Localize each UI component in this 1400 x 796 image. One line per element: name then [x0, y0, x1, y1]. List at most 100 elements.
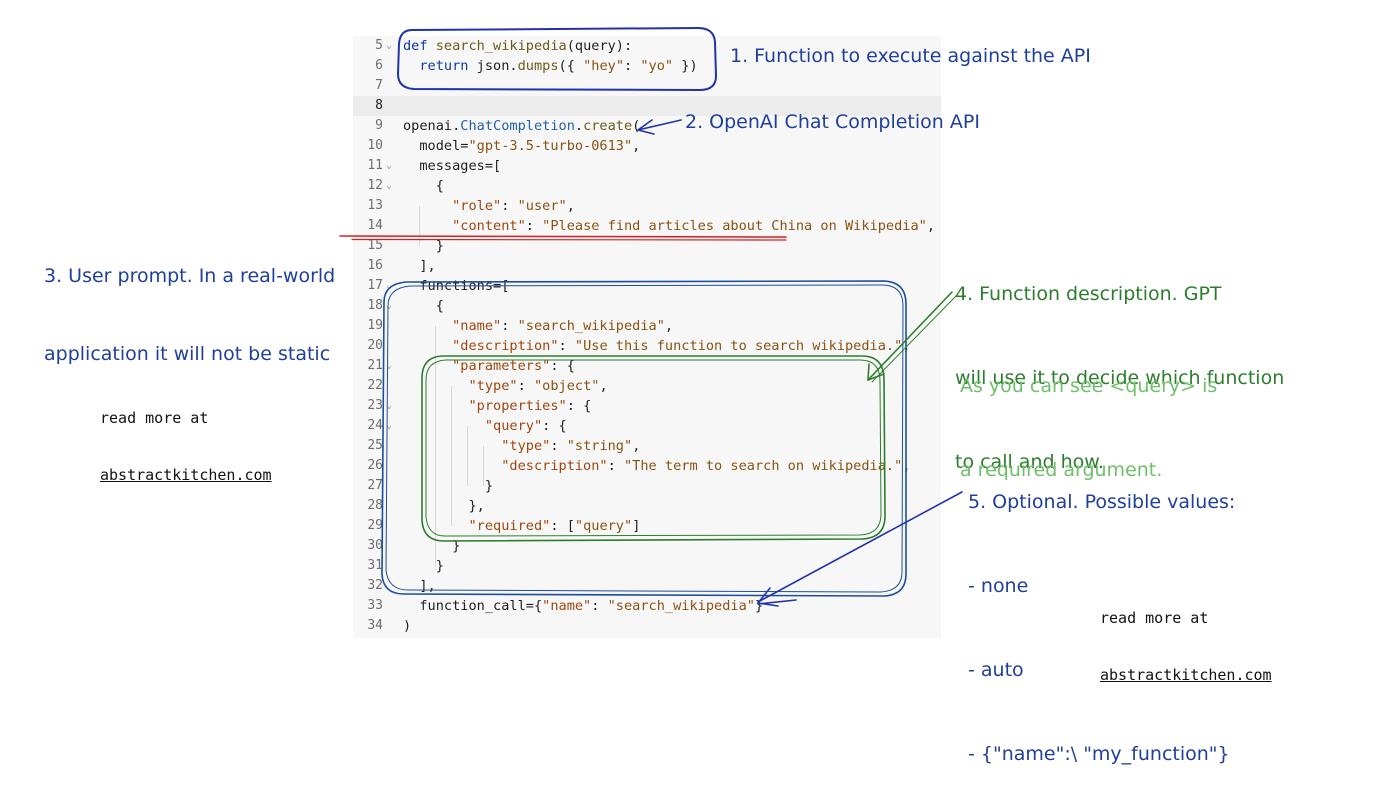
line-number: 25 [367, 438, 383, 453]
fold-chevron-icon[interactable]: ⌄ [386, 280, 393, 291]
prompt-underline [339, 235, 787, 238]
code-line[interactable]: 30 } [353, 536, 941, 556]
code-line[interactable]: 31 } [353, 556, 941, 576]
code-line[interactable]: 24⌄ "query": { [353, 416, 941, 436]
code-line[interactable]: 14 "content": "Please find articles abou… [353, 216, 941, 236]
code-line[interactable]: 6 return json.dumps({ "hey": "yo" }) [353, 56, 941, 76]
code-token: "object" [533, 378, 600, 394]
code-line[interactable]: 34) [353, 616, 941, 636]
code-token: { [403, 298, 444, 314]
code-token: "gpt-3.5-turbo-0613" [468, 138, 633, 154]
function-box [397, 27, 717, 91]
code-line[interactable]: 29 "required": ["query"] [353, 516, 941, 536]
code-token: ], [403, 258, 436, 274]
annotation-4: 4. Function description. GPT will use it… [955, 224, 1284, 504]
code-text: }, [403, 496, 484, 516]
code-token: : [501, 318, 518, 334]
fold-chevron-icon[interactable]: ⌄ [386, 300, 393, 311]
code-text: ], [403, 256, 436, 276]
annotation-1: 1. Function to execute against the API [730, 45, 1091, 67]
fold-chevron-icon[interactable]: ⌄ [386, 400, 393, 411]
code-token: : [607, 458, 624, 474]
code-token: "required" [468, 518, 551, 534]
functions-box [381, 280, 907, 597]
code-token: "description" [452, 338, 559, 354]
code-text: { [403, 296, 444, 316]
read-more-left-link[interactable]: abstractkitchen.com [100, 466, 272, 484]
indent-guide [467, 426, 468, 486]
code-token: , [664, 318, 674, 334]
code-line[interactable]: 25 "type": "string", [353, 436, 941, 456]
code-token: : [558, 338, 575, 354]
code-text: "content": "Please find articles about C… [403, 216, 935, 236]
code-token: "Please find articles about China on Wik… [542, 218, 927, 234]
fold-chevron-icon[interactable]: ⌄ [386, 40, 393, 51]
code-line[interactable]: 33 function_call={"name": "search_wikipe… [353, 596, 941, 616]
code-line[interactable]: 13 "role": "user", [353, 196, 941, 216]
line-number: 20 [367, 338, 383, 353]
annotation-3: 3. User prompt. In a real-world applicat… [44, 206, 335, 396]
code-token: ( [632, 118, 641, 134]
line-number: 11 [367, 158, 383, 173]
code-line[interactable]: 18⌄ { [353, 296, 941, 316]
code-line[interactable]: 28 }, [353, 496, 941, 516]
code-line[interactable]: 20 "description": "Use this function to … [353, 336, 941, 356]
code-token: : { [550, 358, 575, 374]
code-token: (query): [566, 38, 633, 54]
code-token: ({ [558, 58, 584, 74]
arrow-2 [637, 119, 682, 131]
annotation-5-line-4: - {"name":\ "my_function"} [968, 743, 1230, 765]
code-line[interactable]: 12⌄ { [353, 176, 941, 196]
indent-guide [419, 206, 420, 246]
code-text: ) [403, 616, 411, 636]
code-token: "type" [468, 378, 518, 394]
code-token: "search_wikipedia" [517, 318, 665, 334]
fold-chevron-icon[interactable]: ⌄ [386, 420, 393, 431]
code-line[interactable]: 5⌄def search_wikipedia(query): [353, 36, 941, 56]
fold-chevron-icon[interactable]: ⌄ [386, 160, 393, 171]
line-number: 29 [367, 518, 383, 533]
code-token: "hey" [583, 58, 624, 74]
arrow-5 [757, 491, 963, 603]
code-line[interactable]: 27 } [353, 476, 941, 496]
line-number: 33 [367, 598, 383, 613]
code-line[interactable]: 16 ], [353, 256, 941, 276]
line-number: 14 [367, 218, 383, 233]
line-number: 22 [367, 378, 383, 393]
line-number: 27 [367, 478, 383, 493]
code-line[interactable]: 8 [353, 96, 941, 116]
code-line[interactable]: 19 "name": "search_wikipedia", [353, 316, 941, 336]
code-token: search_wikipedia [435, 38, 567, 54]
code-token: } [403, 558, 444, 574]
fold-chevron-icon[interactable]: ⌄ [386, 180, 393, 191]
read-more-left-text: read more at [100, 409, 209, 427]
fold-chevron-icon[interactable]: ⌄ [386, 360, 393, 371]
code-line[interactable]: 7 [353, 76, 941, 96]
code-token: : [517, 378, 534, 394]
code-line[interactable]: 22 "type": "object", [353, 376, 941, 396]
code-token: messages=[ [403, 158, 502, 174]
line-number: 21 [367, 358, 383, 373]
code-token: "parameters" [452, 358, 551, 374]
code-text: "parameters": { [403, 356, 575, 376]
functions-box-2 [385, 284, 904, 593]
read-more-right-link[interactable]: abstractkitchen.com [1100, 666, 1272, 684]
code-token: : [624, 58, 641, 74]
code-token: def [403, 38, 436, 54]
line-number: 32 [367, 578, 383, 593]
line-number: 12 [367, 178, 383, 193]
code-line[interactable]: 26 "description": "The term to search on… [353, 456, 941, 476]
code-token: , [632, 438, 641, 454]
code-token: : [ [550, 518, 575, 534]
line-number: 28 [367, 498, 383, 513]
code-text: { [403, 176, 444, 196]
code-token: "name" [542, 598, 592, 614]
code-line[interactable]: 15 } [353, 236, 941, 256]
code-editor[interactable]: 5⌄def search_wikipedia(query):6 return j… [353, 36, 941, 638]
code-line[interactable]: 23⌄ "properties": { [353, 396, 941, 416]
code-line[interactable]: 10 model="gpt-3.5-turbo-0613", [353, 136, 941, 156]
code-line[interactable]: 11⌄ messages=[ [353, 156, 941, 176]
code-line[interactable]: 21⌄ "parameters": { [353, 356, 941, 376]
annotation-4-line-2: will use it to decide which function [955, 367, 1285, 389]
